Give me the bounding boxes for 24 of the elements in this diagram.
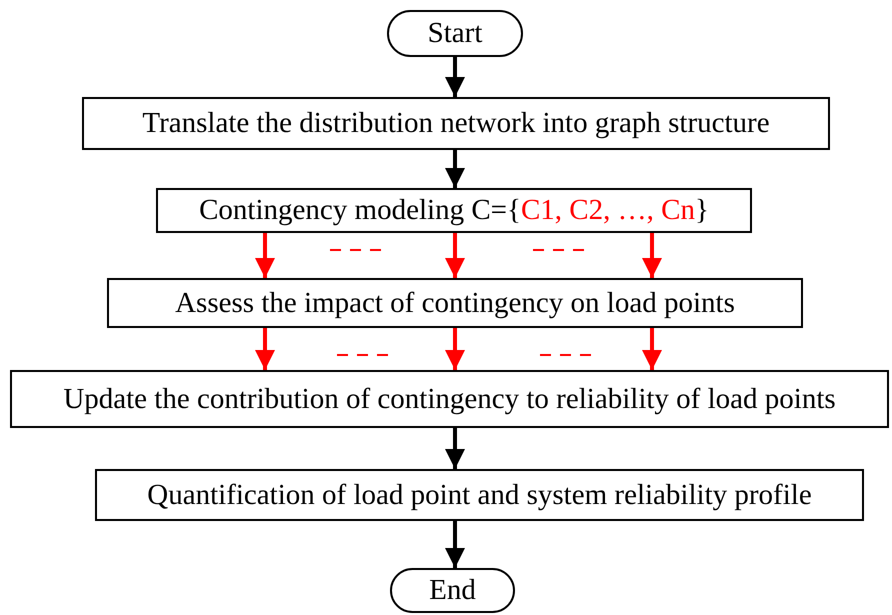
box-label: Quantification of load point and system reliability profile bbox=[147, 478, 812, 512]
box-label: Assess the impact of contingency on load points bbox=[175, 286, 735, 320]
arrow bbox=[642, 233, 662, 278]
arrow bbox=[445, 521, 465, 568]
box-label: End bbox=[429, 574, 476, 607]
arrow bbox=[255, 328, 275, 370]
terminal-box bbox=[390, 568, 515, 613]
arrow bbox=[445, 57, 465, 97]
arrow bbox=[445, 150, 465, 188]
arrow bbox=[445, 233, 465, 278]
process-box bbox=[107, 278, 803, 328]
arrow bbox=[445, 328, 465, 370]
process-box bbox=[95, 469, 864, 521]
arrow bbox=[255, 233, 275, 278]
terminal-box bbox=[387, 10, 523, 57]
box-label: Translate the distribution network into graph structure bbox=[142, 107, 770, 140]
box-label: Start bbox=[428, 17, 482, 50]
process-box bbox=[156, 188, 752, 233]
process-box bbox=[10, 370, 889, 428]
box-label: Contingency modeling C={C1, C2, …, Cn} bbox=[199, 194, 709, 227]
process-box bbox=[82, 97, 830, 150]
box-label: Update the contribution of contingency to reliability of load points bbox=[63, 382, 836, 416]
arrow bbox=[642, 328, 662, 370]
arrow bbox=[445, 428, 465, 469]
